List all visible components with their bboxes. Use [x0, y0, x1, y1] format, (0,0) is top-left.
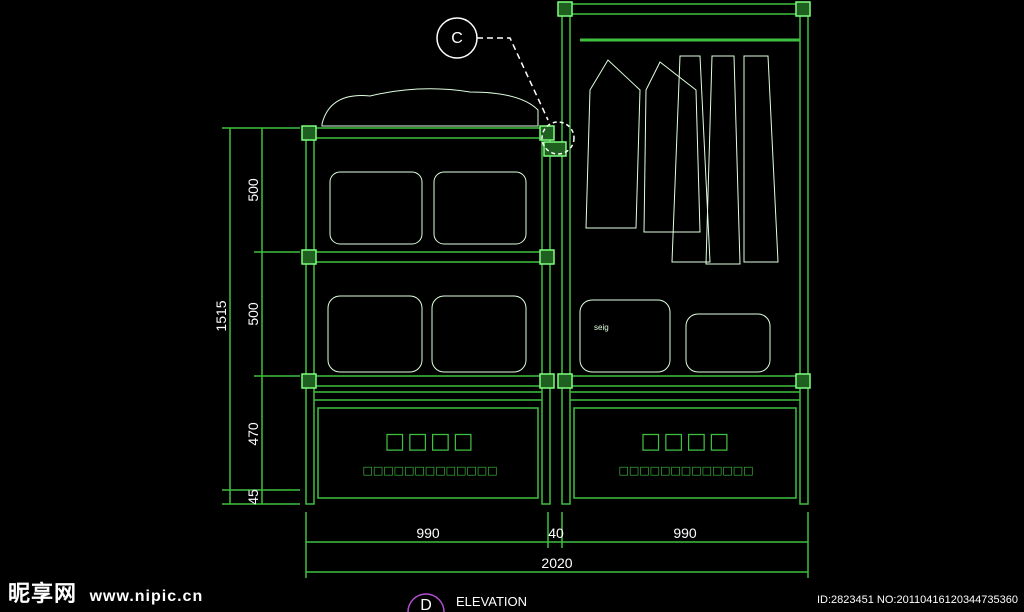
sweater-stack-3	[579, 299, 671, 373]
sweater-stack-2	[431, 295, 527, 373]
right-shelf-top	[561, 3, 809, 15]
sweater-stack-4	[685, 313, 771, 373]
left-shelf-mid	[305, 251, 551, 263]
shirt-label: seig	[594, 323, 609, 332]
dim-foot: 45	[245, 489, 261, 505]
trousers-1	[671, 55, 711, 263]
watermark-url: www.nipic.cn	[89, 588, 204, 605]
watermark-site-name: 昵享网	[8, 581, 78, 606]
jacket-2	[643, 61, 701, 233]
left-shelf-low	[305, 375, 551, 387]
site-watermark: 昵享网 www.nipic.cn	[8, 576, 203, 608]
sweater-stack-1	[327, 295, 423, 373]
callout-d-label: D	[420, 597, 432, 612]
dim-width-right: 990	[673, 525, 697, 541]
callout-c-label: C	[451, 30, 463, 47]
dim-vertical-total: 1515	[213, 300, 229, 331]
panel-subtext-right: □□□□□□□□□□□□□	[618, 464, 753, 477]
left-shelf-top	[305, 127, 551, 139]
dim-shelf-1: 500	[245, 178, 261, 202]
panel-subtext-left: □□□□□□□□□□□□□	[362, 464, 497, 477]
view-title: ELEVATION	[456, 594, 527, 609]
dim-width-total: 2020	[541, 555, 572, 571]
trousers-2	[705, 55, 741, 265]
dim-gap: 40	[548, 525, 564, 541]
left-post-right	[541, 131, 551, 505]
right-shelf-low	[561, 375, 809, 387]
right-post-left	[561, 7, 571, 505]
left-post-left	[305, 131, 315, 505]
folded-top-stack	[321, 88, 539, 127]
dim-base: 470	[245, 422, 261, 446]
dim-shelf-2: 500	[245, 302, 261, 326]
jacket-1	[585, 59, 641, 229]
shirt-stack-2	[433, 171, 527, 245]
right-post-right	[799, 7, 809, 505]
dim-width-left: 990	[416, 525, 440, 541]
right-base-panel	[573, 407, 797, 499]
panel-text-left: □□□□	[384, 429, 475, 454]
shirt-stack-1	[329, 171, 423, 245]
image-id-text: ID:2823451 NO:20110416120344735360	[816, 594, 1018, 606]
left-base-panel	[317, 407, 539, 499]
panel-text-right: □□□□	[640, 429, 731, 454]
trousers-3	[743, 55, 779, 263]
callout-d-circle	[407, 593, 445, 612]
